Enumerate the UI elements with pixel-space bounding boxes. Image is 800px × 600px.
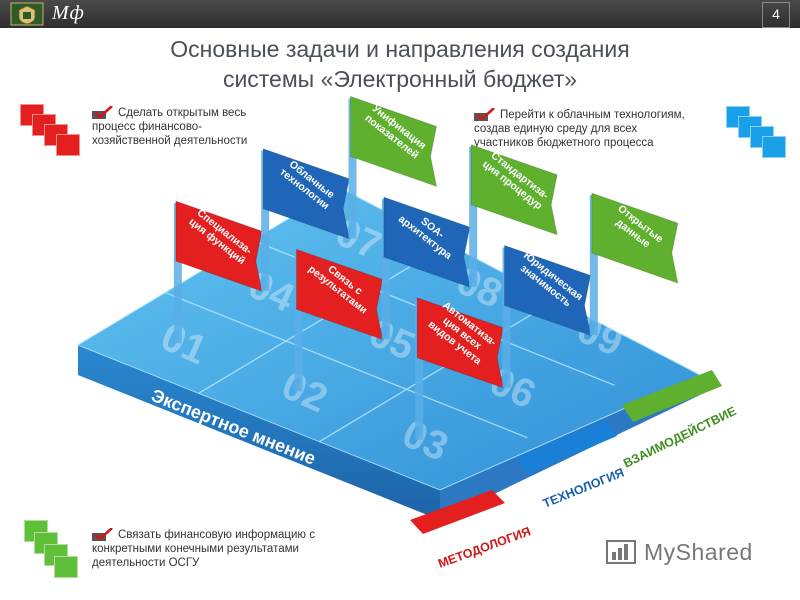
checkmark-icon [474,108,495,121]
flag-banner [591,192,679,284]
title-line-1: Основные задачи и направления создания [170,36,630,62]
flag-banner [350,95,438,188]
top-bar: Мф 4 [0,0,800,28]
flag: SOA-архитектура [381,196,471,340]
flag-banner [383,196,471,288]
slide-number: 4 [762,2,790,28]
band-bar [515,420,617,474]
ministry-emblem-icon [10,2,44,26]
flag: Специализа-ция функций [173,200,263,344]
flag-pole [415,299,424,440]
flag: Юридическаязначимость [502,244,592,388]
band-bar [410,490,505,534]
green-squares-stack [24,520,94,590]
flag-pole [502,247,511,388]
platform-front-face [78,345,440,520]
flag-banner [262,148,350,240]
band-label: ТЕХНОЛОГИЯ [541,465,626,510]
grid-line [165,292,528,439]
flag-banner [296,248,384,341]
flag-pole [469,146,478,287]
title-line-2: системы «Электронный бюджет» [222,66,578,92]
flag-pole [381,199,390,340]
note-bottom-left: Связать финансовую информацию с конкретн… [92,528,315,570]
flag-banner [470,144,558,236]
flag-banner [416,297,504,389]
flag: Унификацияпоказателей [348,95,438,239]
flag-banner [504,244,592,337]
note-top-left: Сделать открытым весь процесс финансово-… [92,106,248,148]
watermark: MyShared [606,536,766,570]
note-top-right: Перейти к облачным технологиям, создав е… [474,108,685,150]
flag: Открытыеданные [589,192,679,336]
flag: Облачныетехнологии [261,148,350,291]
red-squares-stack [20,104,90,164]
blue-squares-stack [712,106,786,166]
flag: Стандартиза-ция процедур [469,144,558,287]
brand-label: Мф [52,2,85,24]
watermark-text: MyShared [644,539,753,565]
checkmark-icon [92,528,113,541]
checkmark-icon [92,106,113,119]
page-title: Основные задачи и направления создания с… [0,34,800,94]
flag-pole [173,203,182,344]
band-bar [622,370,722,422]
flag: Связь срезультатами [294,248,384,392]
myshared-logo-icon [606,540,636,564]
flag-pole [261,150,270,291]
flag-pole [294,251,303,392]
flag-pole [589,195,598,336]
flag: Автоматиза-ция всехвидов учета [415,297,504,440]
flag-banner [175,200,263,292]
flag-pole [348,98,357,239]
band-label: МЕТОДОЛОГИЯ [436,524,532,571]
